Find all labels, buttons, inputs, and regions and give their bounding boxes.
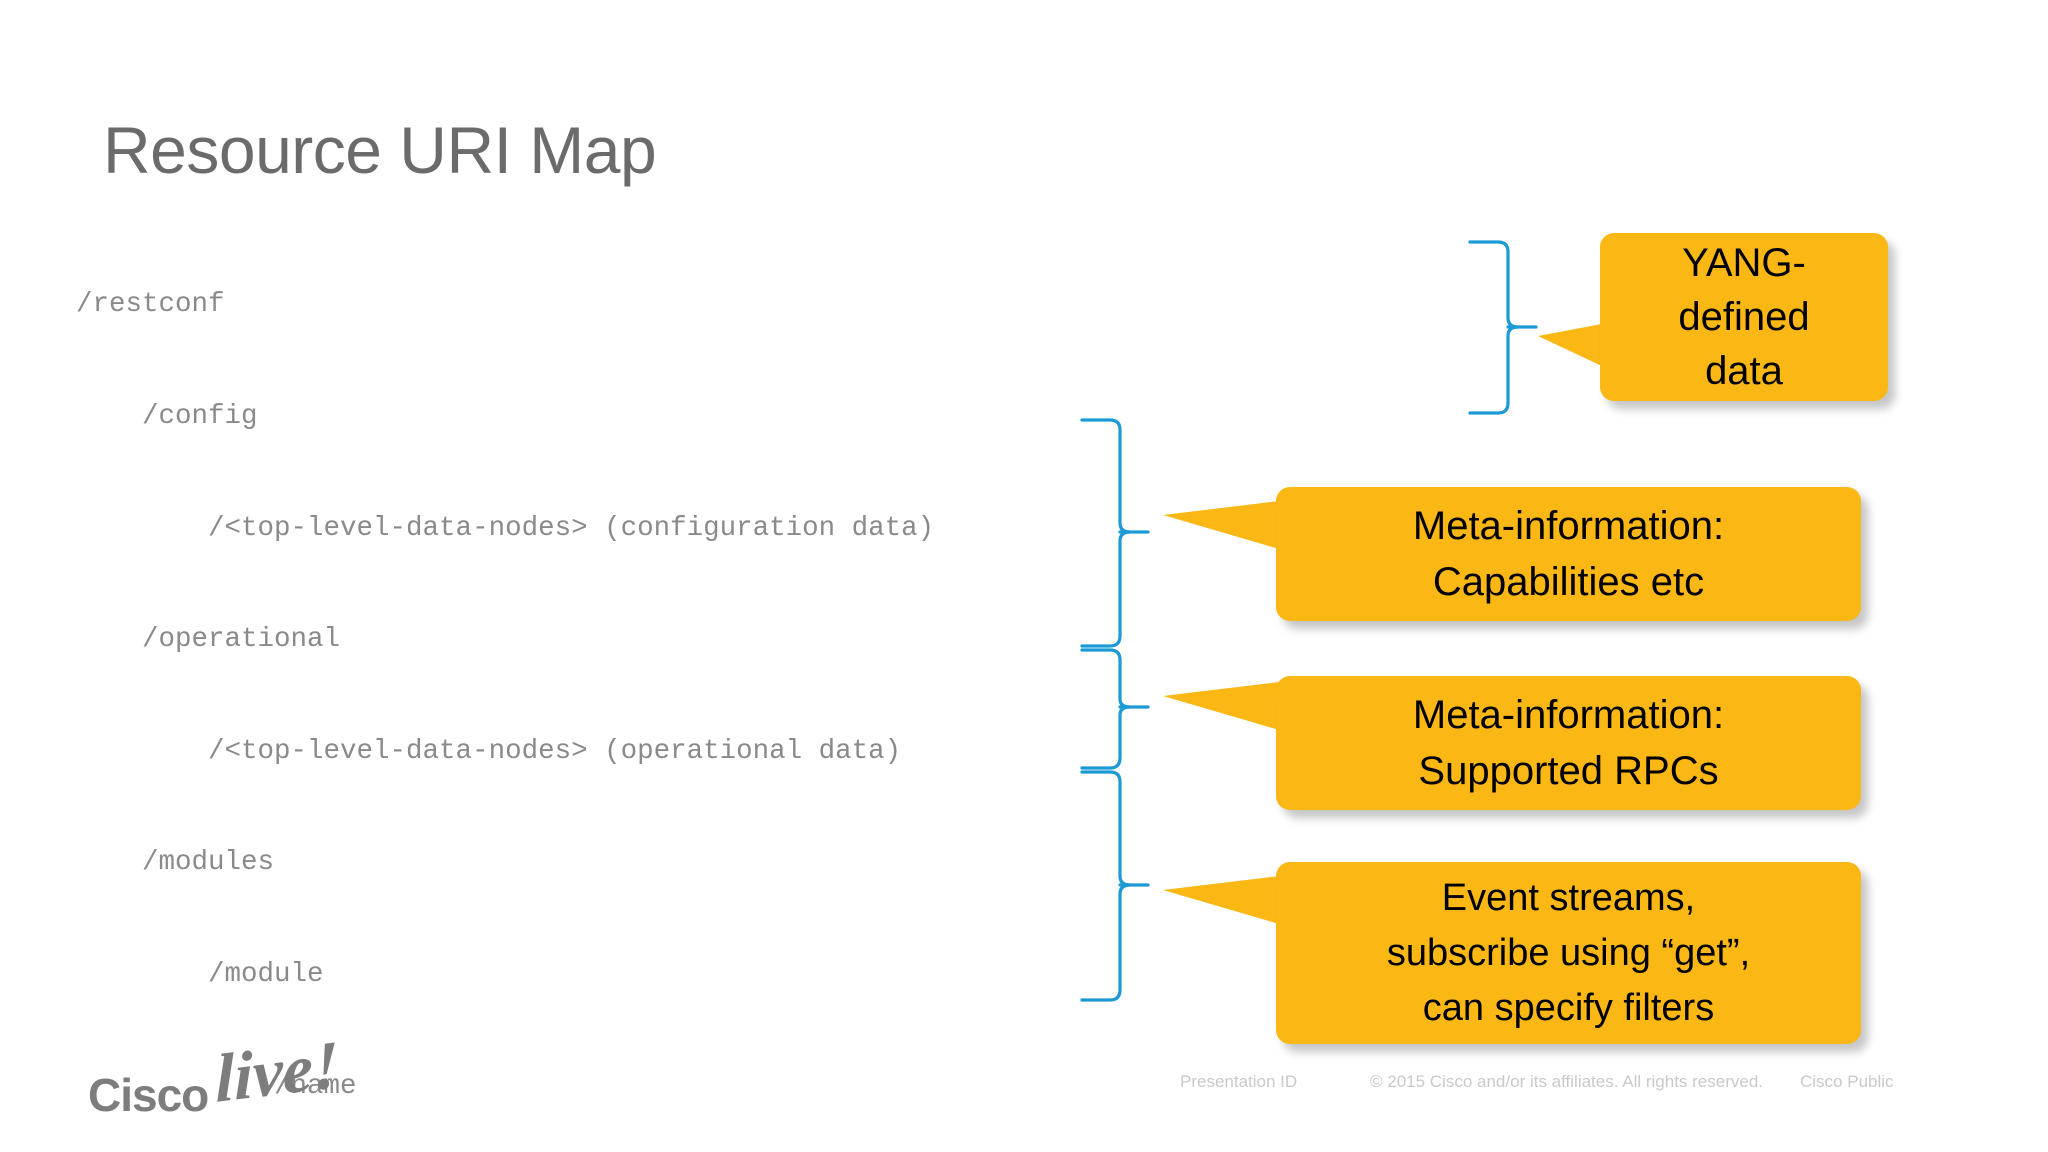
cisco-live-logo: Cisco live! [88, 1025, 340, 1122]
code-line: /restconf [76, 289, 225, 321]
page-title: Resource URI Map [103, 113, 657, 187]
callout-line: YANG- [1682, 241, 1806, 285]
callout-line: Capabilities etc [1432, 560, 1705, 604]
callout-line: Supported RPCs [1418, 749, 1719, 793]
callout-line: Event streams, [1441, 876, 1696, 919]
callout-event-streams: Event streams, subscribe using “get”, ca… [1276, 862, 1861, 1044]
callout-line: data [1705, 349, 1783, 393]
code-line: /module [76, 959, 324, 991]
callout-line: defined [1678, 295, 1810, 339]
callout-meta-information-rpcs: Meta-information: Supported RPCs [1276, 676, 1861, 810]
code-line: /operational [76, 624, 341, 656]
grouping-brace-streams [1080, 770, 1150, 1002]
grouping-brace-capabilities [1080, 418, 1150, 648]
callout-line: subscribe using “get”, [1386, 931, 1751, 974]
grouping-brace-rpcs [1080, 648, 1150, 770]
footer-presentation-id: Presentation ID [1180, 1072, 1298, 1091]
code-line: /modules [76, 847, 275, 879]
code-line: /name [76, 1070, 357, 1102]
footer-classification: Cisco Public [1800, 1072, 1894, 1091]
logo-live-text: live! [214, 1025, 340, 1117]
code-line: /config [76, 401, 258, 433]
code-line: /<top-level-data-nodes> (configuration d… [76, 512, 935, 544]
callout-yang-defined-data: YANG- defined data [1600, 233, 1888, 401]
grouping-brace-yang-data [1468, 240, 1538, 415]
resource-uri-code-listing: /restconf /config /<top-level-data-nodes… [76, 212, 934, 1152]
callout-meta-information-capabilities: Meta-information: Capabilities etc [1276, 487, 1861, 621]
logo-cisco-text: Cisco [88, 1069, 209, 1121]
callout-line: Meta-information: [1412, 693, 1725, 737]
footer-copyright: © 2015 Cisco and/or its affiliates. All … [1370, 1072, 1764, 1091]
callout-line: Meta-information: [1412, 504, 1725, 548]
callout-line: can specify filters [1422, 986, 1715, 1029]
code-line: /<top-level-data-nodes> (operational dat… [76, 735, 902, 767]
slide-footer: Presentation ID © 2015 Cisco and/or its … [1180, 1072, 1940, 1098]
